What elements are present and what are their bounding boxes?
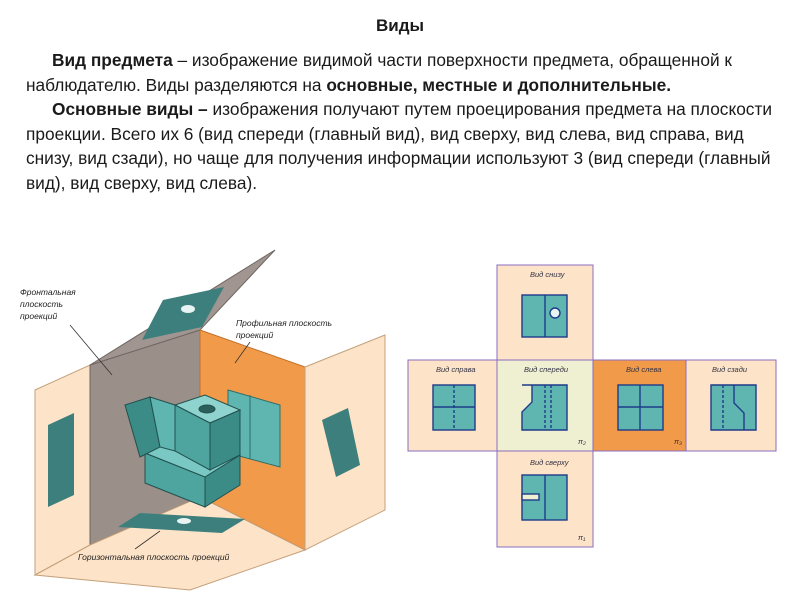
profile-plane-label-line2: проекций <box>236 330 273 340</box>
horizontal-plane-label: Горизонтальная плоскость проекций <box>78 552 230 562</box>
page-title: Виды <box>375 16 425 35</box>
teal-part <box>124 394 242 508</box>
frontal-plane-label-line2: плоскость <box>20 299 63 309</box>
frontal-plane-label-line1: Фронтальная <box>20 287 76 297</box>
projection-planes-figure: Фронтальная плоскость проекций Профильна… <box>20 249 386 591</box>
plane-mark-front: π₂ <box>578 437 586 446</box>
term-view-types: основные, местные и дополнительные. <box>326 74 671 95</box>
body-text: Вид предмета – изображение видимой части… <box>26 48 776 195</box>
view-right-label: Вид справа <box>436 365 476 374</box>
profile-plane-label-line1: Профильная плоскость <box>236 318 332 328</box>
paragraph-view-definition: Вид предмета – изображение видимой части… <box>26 50 732 95</box>
view-front-label: Вид спереди <box>524 365 569 374</box>
plane-mark-left: π₃ <box>674 437 682 446</box>
term-view: Вид предмета <box>52 50 173 70</box>
term-basic-views: Основные виды – <box>52 99 208 119</box>
view-bottom-label: Вид снизу <box>530 270 566 279</box>
six-views-figure: Вид снизу Вид справа Вид спереди Вид сле… <box>407 264 777 548</box>
view-left-label: Вид слева <box>626 365 661 374</box>
plane-mark-top: π₁ <box>578 533 586 542</box>
frontal-plane-label-line3: проекций <box>20 311 57 321</box>
view-top-label: Вид сверху <box>530 458 570 467</box>
paragraph-basic-views: Основные виды – изображения получают пут… <box>26 99 773 193</box>
view-back-label: Вид сзади <box>712 365 748 374</box>
